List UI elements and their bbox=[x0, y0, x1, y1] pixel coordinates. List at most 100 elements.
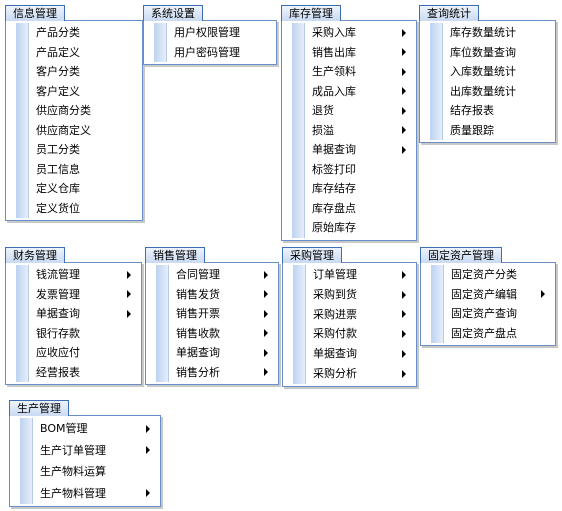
menu-item[interactable]: 合同管理 bbox=[146, 265, 278, 285]
submenu-arrow-icon bbox=[146, 446, 150, 455]
menu-item[interactable]: 客户分类 bbox=[6, 62, 142, 82]
menu-header-info[interactable]: 信息管理 bbox=[5, 5, 65, 21]
submenu-arrow-icon bbox=[146, 489, 150, 498]
menu-item[interactable]: 退货 bbox=[282, 101, 416, 121]
menu-item[interactable]: 用户密码管理 bbox=[144, 43, 276, 63]
menu-item[interactable]: 银行存款 bbox=[6, 324, 141, 344]
submenu-arrow-icon bbox=[264, 290, 268, 299]
menu-item[interactable]: 标签打印 bbox=[282, 160, 416, 180]
menu-item[interactable]: 生产领料 bbox=[282, 62, 416, 82]
submenu-arrow-icon bbox=[402, 106, 406, 115]
menu-item-label: 退货 bbox=[312, 104, 334, 117]
menu-item[interactable]: 定义货位 bbox=[6, 199, 142, 219]
menu-item[interactable]: 员工信息 bbox=[6, 160, 142, 180]
menu-item[interactable]: 销售开票 bbox=[146, 304, 278, 324]
menu-item[interactable]: 销售出库 bbox=[282, 43, 416, 63]
menu-item[interactable]: BOM管理 bbox=[10, 418, 160, 440]
menu-item[interactable]: 定义仓库 bbox=[6, 179, 142, 199]
menu-item-label: 单据查询 bbox=[312, 143, 356, 156]
menu-item-label: 订单管理 bbox=[313, 268, 357, 281]
menu-item[interactable]: 采购分析 bbox=[283, 364, 416, 384]
menu-header-system[interactable]: 系统设置 bbox=[143, 5, 203, 21]
dropdown-panel-assets: 固定资产分类固定资产编辑固定资产查询固定资产盘点 bbox=[420, 262, 556, 346]
menu-item[interactable]: 单据查询 bbox=[283, 344, 416, 364]
menu-item[interactable]: 结存报表 bbox=[420, 101, 555, 121]
menu-item-label: 定义仓库 bbox=[36, 182, 80, 195]
menu-item[interactable]: 订单管理 bbox=[283, 265, 416, 285]
submenu-arrow-icon bbox=[264, 309, 268, 318]
menu-item[interactable]: 采购付款 bbox=[283, 324, 416, 344]
menu-header-query[interactable]: 查询统计 bbox=[419, 5, 479, 21]
menu-item[interactable]: 产品分类 bbox=[6, 23, 142, 43]
menu-item[interactable]: 钱流管理 bbox=[6, 265, 141, 285]
menu-icon-strip bbox=[156, 265, 169, 382]
menu-item[interactable]: 员工分类 bbox=[6, 140, 142, 160]
menu-item[interactable]: 成品入库 bbox=[282, 82, 416, 102]
menu-item-label: 客户分类 bbox=[36, 65, 80, 78]
submenu-arrow-icon bbox=[402, 330, 406, 339]
menu-item[interactable]: 供应商定义 bbox=[6, 121, 142, 141]
menu-item[interactable]: 销售收款 bbox=[146, 324, 278, 344]
menu-item-label: 原始库存 bbox=[312, 221, 356, 234]
menu-item[interactable]: 应收应付 bbox=[6, 343, 141, 363]
menu-item-label: 固定资产盘点 bbox=[451, 326, 517, 340]
menu-item[interactable]: 生产订单管理 bbox=[10, 440, 160, 462]
menu-header-finance[interactable]: 财务管理 bbox=[5, 247, 65, 263]
menu-icon-strip bbox=[431, 265, 444, 343]
submenu-arrow-icon bbox=[264, 348, 268, 357]
menu-item[interactable]: 入库数量统计 bbox=[420, 62, 555, 82]
submenu-arrow-icon bbox=[402, 310, 406, 319]
menu-item[interactable]: 单据查询 bbox=[6, 304, 141, 324]
menu-item[interactable]: 发票管理 bbox=[6, 285, 141, 305]
menu-item-label: 生产订单管理 bbox=[40, 443, 106, 457]
menu-item[interactable]: 原始库存 bbox=[282, 218, 416, 238]
menu-item[interactable]: 库位数量查询 bbox=[420, 43, 555, 63]
menu-item[interactable]: 经营报表 bbox=[6, 363, 141, 383]
submenu-arrow-icon bbox=[127, 309, 131, 318]
menu-item[interactable]: 单据查询 bbox=[282, 140, 416, 160]
menu-item[interactable]: 库存盘点 bbox=[282, 199, 416, 219]
menu-item[interactable]: 采购到货 bbox=[283, 285, 416, 305]
menu-item[interactable]: 销售分析 bbox=[146, 363, 278, 383]
menu-item[interactable]: 库存数量统计 bbox=[420, 23, 555, 43]
menu-item[interactable]: 库存结存 bbox=[282, 179, 416, 199]
menu-item[interactable]: 销售发货 bbox=[146, 285, 278, 305]
menu-icon-strip bbox=[16, 23, 29, 218]
menu-item-label: 银行存款 bbox=[36, 326, 80, 340]
menu-item[interactable]: 用户权限管理 bbox=[144, 23, 276, 43]
menu-item[interactable]: 单据查询 bbox=[146, 343, 278, 363]
menu-item[interactable]: 客户定义 bbox=[6, 82, 142, 102]
menu-item[interactable]: 出库数量统计 bbox=[420, 82, 555, 102]
menu-item[interactable]: 固定资产分类 bbox=[421, 265, 555, 285]
menu-item[interactable]: 采购入库 bbox=[282, 23, 416, 43]
menu-item-label: 应收应付 bbox=[36, 346, 80, 359]
menu-icon-strip bbox=[16, 265, 29, 382]
menu-item-label: 生产物料管理 bbox=[40, 486, 106, 500]
menu-item[interactable]: 供应商分类 bbox=[6, 101, 142, 121]
submenu-arrow-icon bbox=[402, 350, 406, 359]
menu-item[interactable]: 固定资产盘点 bbox=[421, 324, 555, 344]
menu-item-label: 钱流管理 bbox=[36, 268, 80, 281]
dropdown-panel-system: 用户权限管理用户密码管理 bbox=[143, 20, 277, 65]
menu-item[interactable]: 固定资产查询 bbox=[421, 304, 555, 324]
menu-header-production[interactable]: 生产管理 bbox=[9, 400, 69, 416]
menu-item-label: 产品分类 bbox=[36, 26, 80, 39]
menu-icon-strip bbox=[154, 23, 167, 62]
menu-header-assets[interactable]: 固定资产管理 bbox=[420, 247, 502, 263]
menu-item-label: 员工信息 bbox=[36, 162, 80, 176]
dropdown-panel-production: BOM管理生产订单管理生产物料运算生产物料管理 bbox=[9, 415, 161, 507]
menu-item[interactable]: 采购进票 bbox=[283, 305, 416, 325]
menu-item-label: 损溢 bbox=[312, 123, 334, 137]
menu-item[interactable]: 产品定义 bbox=[6, 43, 142, 63]
menu-header-purchase[interactable]: 采购管理 bbox=[282, 247, 342, 263]
dropdown-panel-inventory: 采购入库销售出库生产领料成品入库退货损溢单据查询标签打印库存结存库存盘点原始库存 bbox=[281, 20, 417, 241]
menu-header-inventory[interactable]: 库存管理 bbox=[281, 5, 341, 21]
menu-item-label: 销售开票 bbox=[176, 307, 220, 320]
menu-item[interactable]: 固定资产编辑 bbox=[421, 285, 555, 305]
menu-item[interactable]: 质量跟踪 bbox=[420, 121, 555, 141]
menu-item[interactable]: 生产物料管理 bbox=[10, 483, 160, 505]
menu-header-sales[interactable]: 销售管理 bbox=[145, 247, 205, 263]
menu-item[interactable]: 损溢 bbox=[282, 121, 416, 141]
menu-item[interactable]: 生产物料运算 bbox=[10, 461, 160, 483]
menu-item-label: 产品定义 bbox=[36, 45, 80, 59]
